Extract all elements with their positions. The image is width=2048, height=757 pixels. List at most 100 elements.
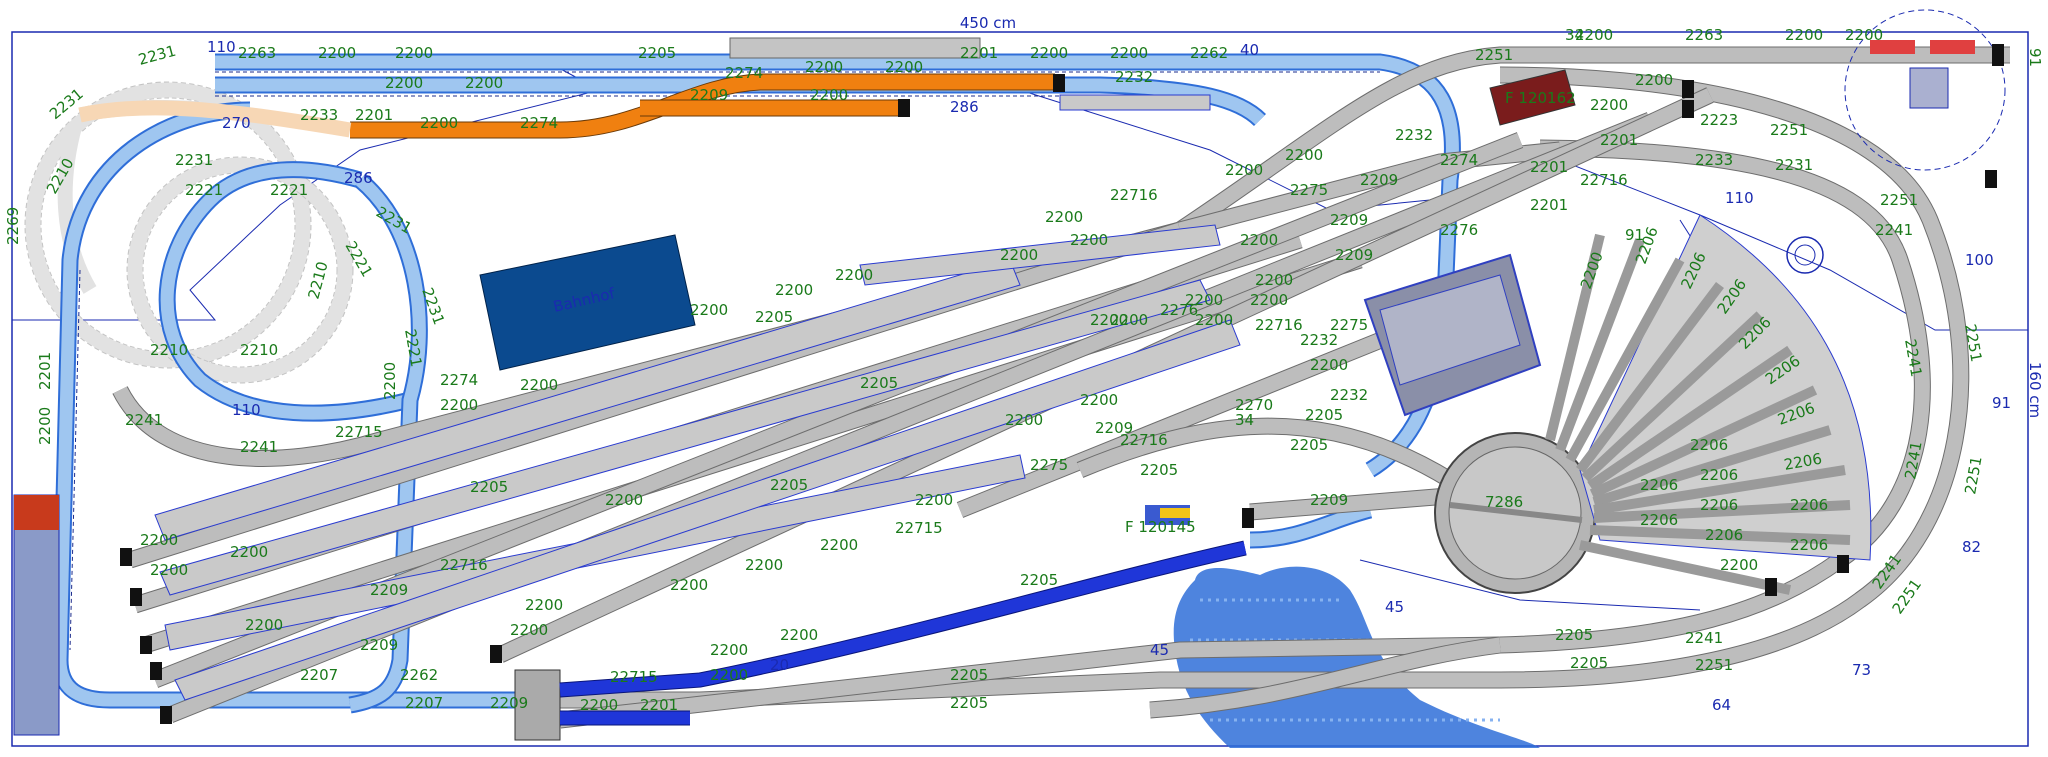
svg-text:2251: 2251 [1880,191,1918,209]
svg-text:2200: 2200 [1635,71,1673,89]
svg-text:2206: 2206 [1640,511,1678,529]
svg-text:2200: 2200 [440,396,478,414]
svg-text:34: 34 [1565,26,1584,44]
svg-text:2201: 2201 [1600,131,1638,149]
svg-text:2205: 2205 [1140,461,1178,479]
svg-text:2275: 2275 [1290,181,1328,199]
svg-text:2200: 2200 [385,74,423,92]
dimension-markers: 110 40 286 270 286 110 110 100 91 82 73 … [207,38,2011,714]
svg-text:2232: 2232 [1300,331,1338,349]
svg-text:2209: 2209 [1310,491,1348,509]
svg-text:2201: 2201 [36,352,54,390]
svg-text:22716: 22716 [1110,186,1158,204]
svg-text:2200: 2200 [1250,291,1288,309]
svg-text:2200: 2200 [1185,291,1223,309]
svg-text:2209: 2209 [1360,171,1398,189]
svg-text:2209: 2209 [1330,211,1368,229]
svg-text:2205: 2205 [755,308,793,326]
svg-text:2200: 2200 [885,58,923,76]
svg-text:2231: 2231 [136,42,178,69]
svg-text:2200: 2200 [1000,246,1038,264]
svg-text:2205: 2205 [950,694,988,712]
svg-text:2205: 2205 [1020,571,1058,589]
svg-text:2209: 2209 [360,636,398,654]
svg-text:2200: 2200 [915,491,953,509]
svg-text:2200: 2200 [36,407,54,445]
svg-text:2233: 2233 [300,106,338,124]
svg-text:2200: 2200 [1575,26,1613,44]
svg-text:2262: 2262 [1190,44,1228,62]
svg-text:2200: 2200 [1070,231,1108,249]
svg-text:2241: 2241 [1901,440,1925,481]
svg-text:22715: 22715 [895,519,943,537]
lower-blue-track [559,540,1247,726]
svg-text:2275: 2275 [1330,316,1368,334]
svg-text:2205: 2205 [638,44,676,62]
svg-text:2232: 2232 [1115,68,1153,86]
dashed-circle [1844,9,2006,171]
svg-text:2210: 2210 [150,341,188,359]
svg-text:2200: 2200 [1845,26,1883,44]
svg-text:2210: 2210 [240,341,278,359]
freight-car-a: F 120162 [1489,69,1576,126]
svg-text:2200: 2200 [525,596,563,614]
svg-text:286: 286 [344,169,373,187]
svg-text:40: 40 [1240,41,1259,59]
signal-box [1909,67,1949,109]
svg-text:2200: 2200 [1005,411,1043,429]
staging-block [13,494,60,736]
svg-text:2200: 2200 [1110,311,1148,329]
svg-text:2275: 2275 [1030,456,1068,474]
svg-text:2206: 2206 [1705,526,1743,544]
svg-text:2200: 2200 [140,531,178,549]
svg-text:2200: 2200 [420,114,458,132]
svg-text:2200: 2200 [710,666,748,684]
svg-text:2206: 2206 [1690,436,1728,454]
svg-text:2209: 2209 [1095,419,1133,437]
svg-text:2207: 2207 [300,666,338,684]
svg-text:2274: 2274 [440,371,478,389]
freight-car-b: F 120145 [1125,505,1196,536]
reference-circle [1786,236,1824,274]
svg-text:2206: 2206 [1700,496,1738,514]
svg-text:2200: 2200 [1285,146,1323,164]
svg-text:2200: 2200 [690,301,728,319]
svg-text:100: 100 [1965,251,1994,269]
svg-text:F 120145: F 120145 [1125,518,1196,536]
svg-text:2200: 2200 [1720,556,1758,574]
svg-text:64: 64 [1712,696,1731,714]
svg-text:2205: 2205 [1570,654,1608,672]
svg-text:2201: 2201 [1530,158,1568,176]
svg-text:22716: 22716 [1580,171,1628,189]
svg-text:2233: 2233 [1695,151,1733,169]
svg-text:2231: 2231 [1775,156,1813,174]
svg-text:110: 110 [232,401,261,419]
svg-text:2200: 2200 [775,281,813,299]
svg-text:2200: 2200 [1195,311,1233,329]
svg-text:2251: 2251 [1770,121,1808,139]
svg-text:2200: 2200 [318,44,356,62]
svg-text:2269: 2269 [4,207,22,245]
svg-text:2232: 2232 [1330,386,1368,404]
svg-text:2200: 2200 [465,74,503,92]
svg-text:F 120162: F 120162 [1505,89,1576,107]
svg-text:2209: 2209 [690,86,728,104]
svg-text:2200: 2200 [1110,44,1148,62]
svg-text:2205: 2205 [950,666,988,684]
svg-text:2200: 2200 [1225,161,1263,179]
svg-text:2221: 2221 [270,181,308,199]
svg-text:2274: 2274 [520,114,558,132]
platforms [154,94,1241,701]
svg-text:2206: 2206 [1700,466,1738,484]
svg-text:2200: 2200 [580,696,618,714]
svg-text:2241: 2241 [1875,221,1913,239]
helix-ghost [24,81,354,384]
svg-text:286: 286 [950,98,979,116]
tunnel-portal [729,37,981,59]
svg-text:2241: 2241 [240,438,278,456]
svg-text:22716: 22716 [1255,316,1303,334]
svg-text:91: 91 [1992,394,2011,412]
svg-text:82: 82 [1962,538,1981,556]
svg-text:2241: 2241 [125,411,163,429]
